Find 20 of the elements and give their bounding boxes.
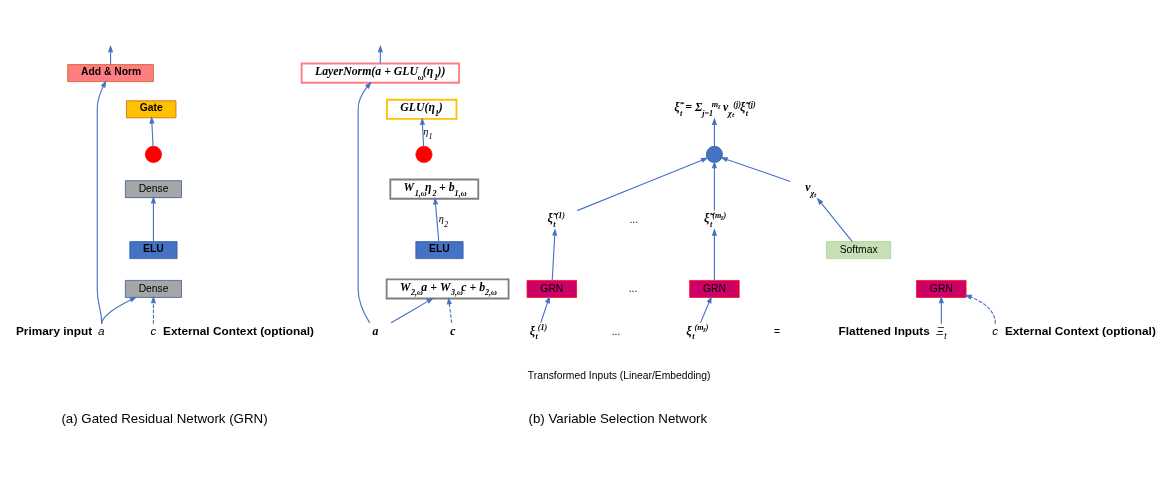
label: (a) Gated Residual Network (GRN): [61, 410, 268, 426]
node-label: Primary input: [15, 323, 93, 338]
node-text: ν$_{χₜ}$: [805, 180, 817, 198]
label: =: [773, 326, 780, 338]
node-label: External Context (optional): [1004, 323, 1156, 338]
node-label: Flattened Inputs: [838, 323, 930, 338]
label: ...: [628, 282, 638, 294]
edge-label: η$_{2}$: [438, 213, 448, 229]
node-label: External Context (optional): [163, 323, 314, 338]
node-text: Ξ$_{t}$: [936, 323, 947, 342]
node-text: c: [150, 323, 157, 338]
node-text: c: [450, 323, 456, 338]
node-text: a: [98, 323, 105, 338]
label: ...: [629, 213, 639, 225]
edge-label: η$_{1}$: [423, 125, 433, 142]
label: ...: [611, 326, 621, 338]
label: (b) Variable Selection Network: [528, 410, 708, 426]
node-text: c: [992, 323, 999, 338]
node-text: a: [372, 323, 379, 338]
label: Transformed Inputs (Linear/Embedding): [527, 369, 711, 381]
